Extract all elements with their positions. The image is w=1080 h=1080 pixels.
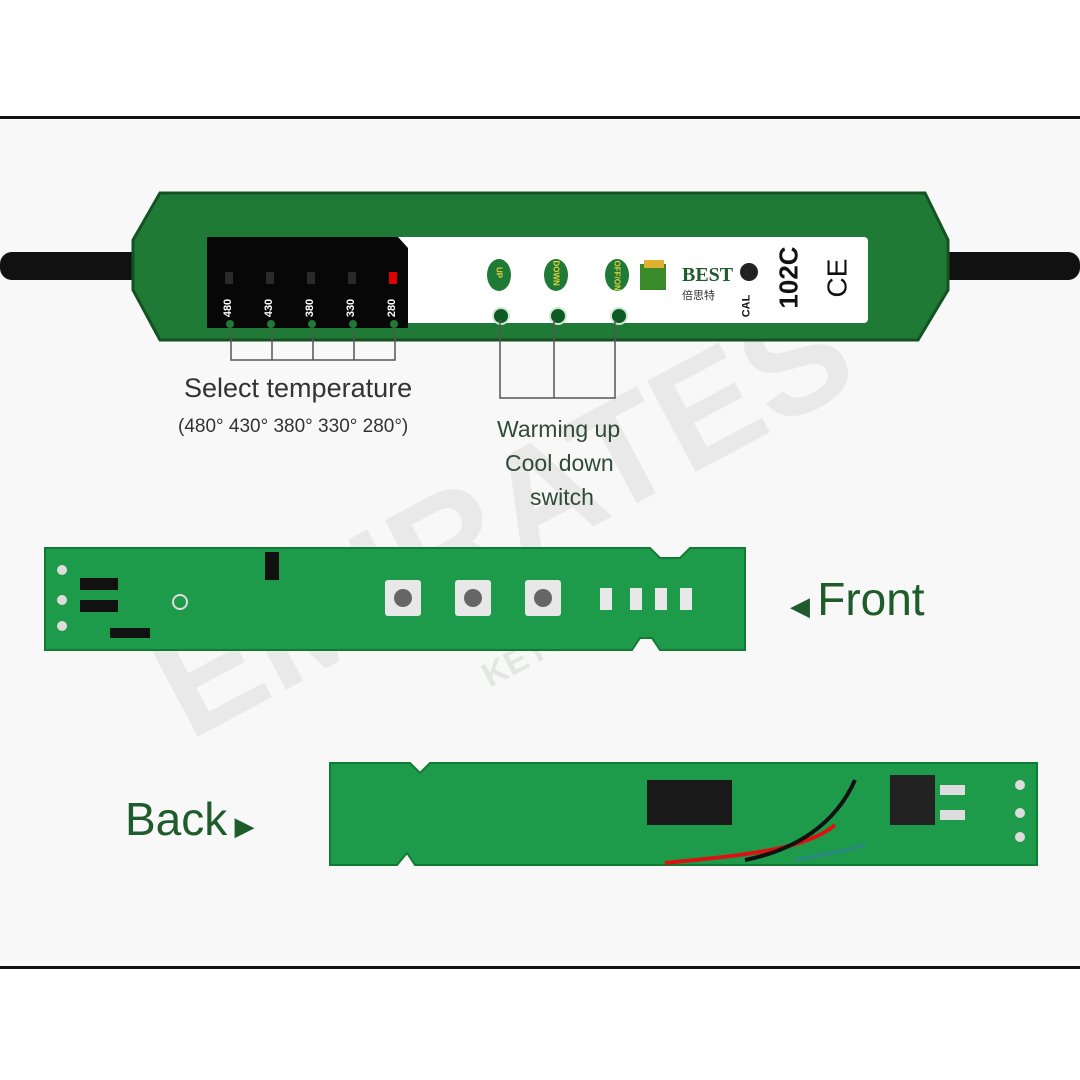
led-label: 430	[263, 298, 276, 318]
ic-chip	[647, 780, 732, 825]
brand-chinese: 倍思特	[682, 290, 715, 302]
button-down[interactable]	[544, 259, 568, 291]
led-280	[389, 272, 397, 284]
warming-up-caption: Warming up	[497, 416, 621, 442]
led-pin	[390, 320, 398, 328]
back-label: Back ▶	[125, 793, 255, 845]
led-label: 380	[304, 298, 317, 318]
controller-handle	[0, 191, 1080, 342]
switch-caption: switch	[530, 484, 594, 510]
led-pin	[267, 320, 275, 328]
led-430	[266, 272, 274, 284]
button-label: OFF/ON	[612, 260, 622, 291]
back-text: Back	[125, 793, 228, 845]
button-pin	[492, 307, 510, 325]
front-label: ◀ Front	[790, 573, 925, 625]
led-pin	[226, 320, 234, 328]
cal-label: CAL	[740, 294, 753, 318]
led-480	[225, 272, 233, 284]
led-label: 280	[386, 298, 399, 318]
cal-button[interactable]	[740, 263, 758, 281]
button-label: DOWN	[551, 260, 561, 286]
select-temperature-caption: Select temperature	[184, 373, 413, 403]
cool-down-caption: Cool down	[505, 450, 614, 476]
led-330	[348, 272, 356, 284]
brand-name: BEST	[682, 264, 734, 286]
bottom-divider	[0, 966, 1080, 969]
front-text: Front	[817, 573, 925, 625]
led-380	[307, 272, 315, 284]
callout-lines	[230, 320, 616, 399]
led-label: 330	[345, 298, 358, 318]
temperature-values-caption: (480° 430° 380° 330° 280°)	[178, 416, 409, 437]
best-logo	[640, 260, 666, 290]
ce-mark: CE	[821, 258, 853, 298]
button-label: UP	[494, 266, 504, 279]
button-off-on[interactable]	[605, 259, 629, 291]
led-pin	[349, 320, 357, 328]
led-pin	[308, 320, 316, 328]
button-up[interactable]	[487, 259, 511, 291]
model-number: 102C	[773, 246, 804, 309]
back-pcb	[329, 762, 1038, 866]
front-pcb	[44, 547, 746, 651]
top-divider	[0, 116, 1080, 119]
led-label: 480	[222, 298, 235, 318]
